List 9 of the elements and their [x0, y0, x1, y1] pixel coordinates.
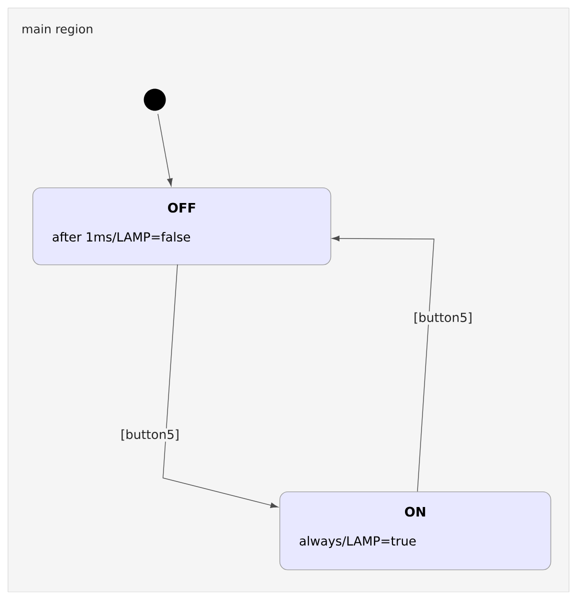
arrow — [162, 264, 278, 508]
initial-state-dot — [144, 88, 166, 111]
arrow — [332, 236, 434, 492]
state-box: ON always/LAMP=true — [279, 491, 552, 570]
state-box: OFF after 1ms/LAMP=false — [32, 187, 332, 266]
arrow — [158, 114, 173, 186]
region-title: main region — [22, 24, 92, 36]
edge-label: [button5] — [412, 311, 474, 325]
edge-label: [button5] — [120, 428, 180, 442]
